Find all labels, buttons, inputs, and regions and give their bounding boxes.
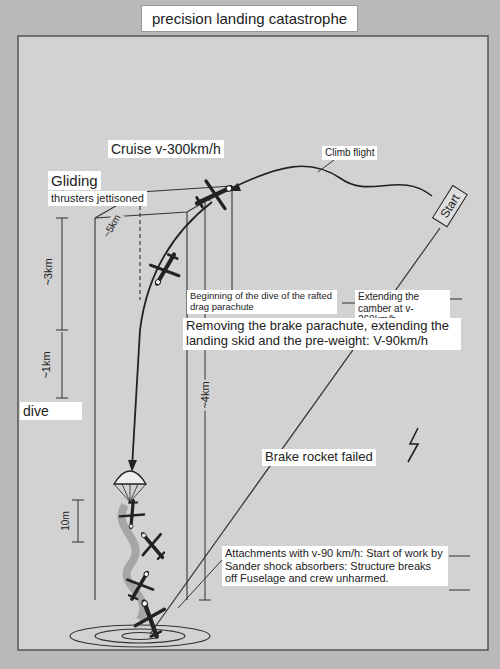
dimension-label: ~5km	[100, 211, 124, 242]
phase-label: Beginning of the dive of the rafted drag…	[187, 290, 337, 314]
phase-label: Climb flight	[322, 146, 377, 160]
phase-label: dive	[20, 402, 82, 420]
lightning-symbol	[408, 428, 418, 462]
dimension-label: ~1km	[40, 349, 53, 380]
crashed-plane	[128, 595, 172, 642]
failure-label: Brake rocket failed	[262, 449, 376, 466]
glide-plane	[144, 247, 187, 292]
drag-parachute	[114, 471, 146, 502]
arrow-head	[128, 460, 137, 472]
start-box: Start	[432, 185, 468, 228]
prism-outline	[95, 186, 232, 600]
leader-lines	[178, 299, 470, 608]
falling-plane	[132, 525, 173, 566]
dimension-label: ~4km	[199, 379, 212, 410]
climb-path	[232, 166, 432, 196]
target-circles	[70, 625, 210, 647]
falling-plane	[120, 565, 159, 605]
leader-line	[318, 160, 334, 172]
cruise-plane	[190, 172, 238, 218]
phase-label: Removing the brake parachute, extending …	[183, 318, 461, 350]
dimension-label: 10m	[60, 509, 72, 532]
page-frame	[18, 36, 488, 650]
note-label: Attachments with v-90 km/h: Start of wor…	[222, 546, 448, 586]
dimension-label: ~3km	[42, 256, 55, 287]
falling-plane	[119, 500, 145, 530]
title-box: precision landing catastrophe	[141, 5, 358, 32]
speed-label: Cruise v-300km/h	[108, 140, 224, 158]
node-text: Start	[437, 192, 462, 221]
note-label: thrusters jettisoned	[48, 191, 147, 206]
phase-label: Gliding	[48, 171, 101, 190]
